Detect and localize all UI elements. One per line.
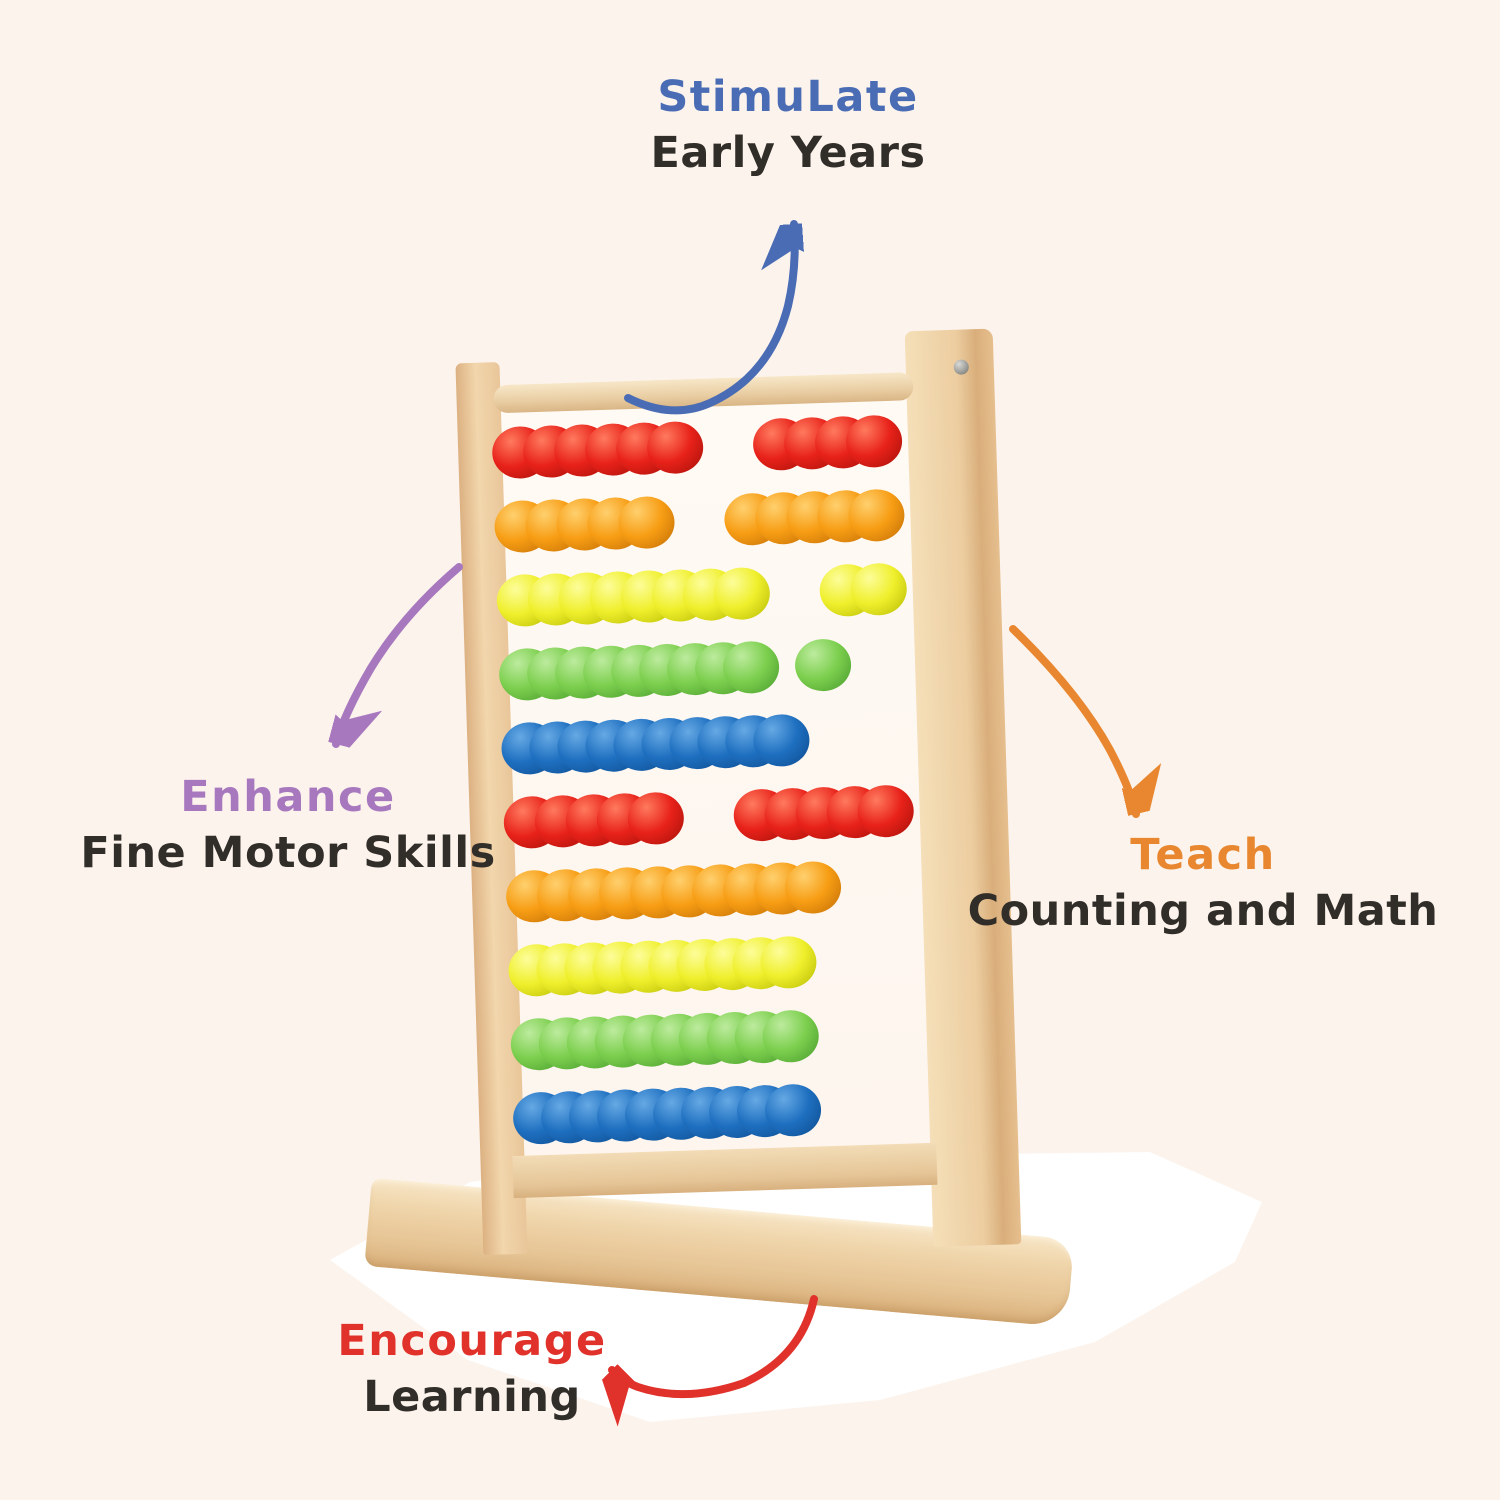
callout-keyword: Teach: [1130, 830, 1276, 880]
callout-keyword: Encourage: [337, 1316, 607, 1366]
callout-enhance: Enhance Fine Motor Skills: [80, 772, 495, 878]
callout-subtitle: Early Years: [650, 128, 926, 178]
callout-subtitle: Fine Motor Skills: [80, 828, 496, 878]
curved-arrow-top: [624, 220, 795, 415]
curved-arrow-bottom: [612, 1295, 818, 1394]
callout-encourage: Encourage Learning: [337, 1316, 606, 1422]
curved-arrow-left: [336, 563, 463, 744]
callout-subtitle: Learning: [363, 1372, 581, 1422]
curved-arrow-right: [1009, 625, 1136, 818]
callout-teach: Teach Counting and Math: [968, 830, 1439, 936]
callout-subtitle: Counting and Math: [967, 886, 1439, 936]
callout-keyword: StimuLate: [657, 72, 919, 122]
callout-stimulate: StimuLate Early Years: [650, 72, 925, 178]
callout-keyword: Enhance: [180, 772, 396, 822]
